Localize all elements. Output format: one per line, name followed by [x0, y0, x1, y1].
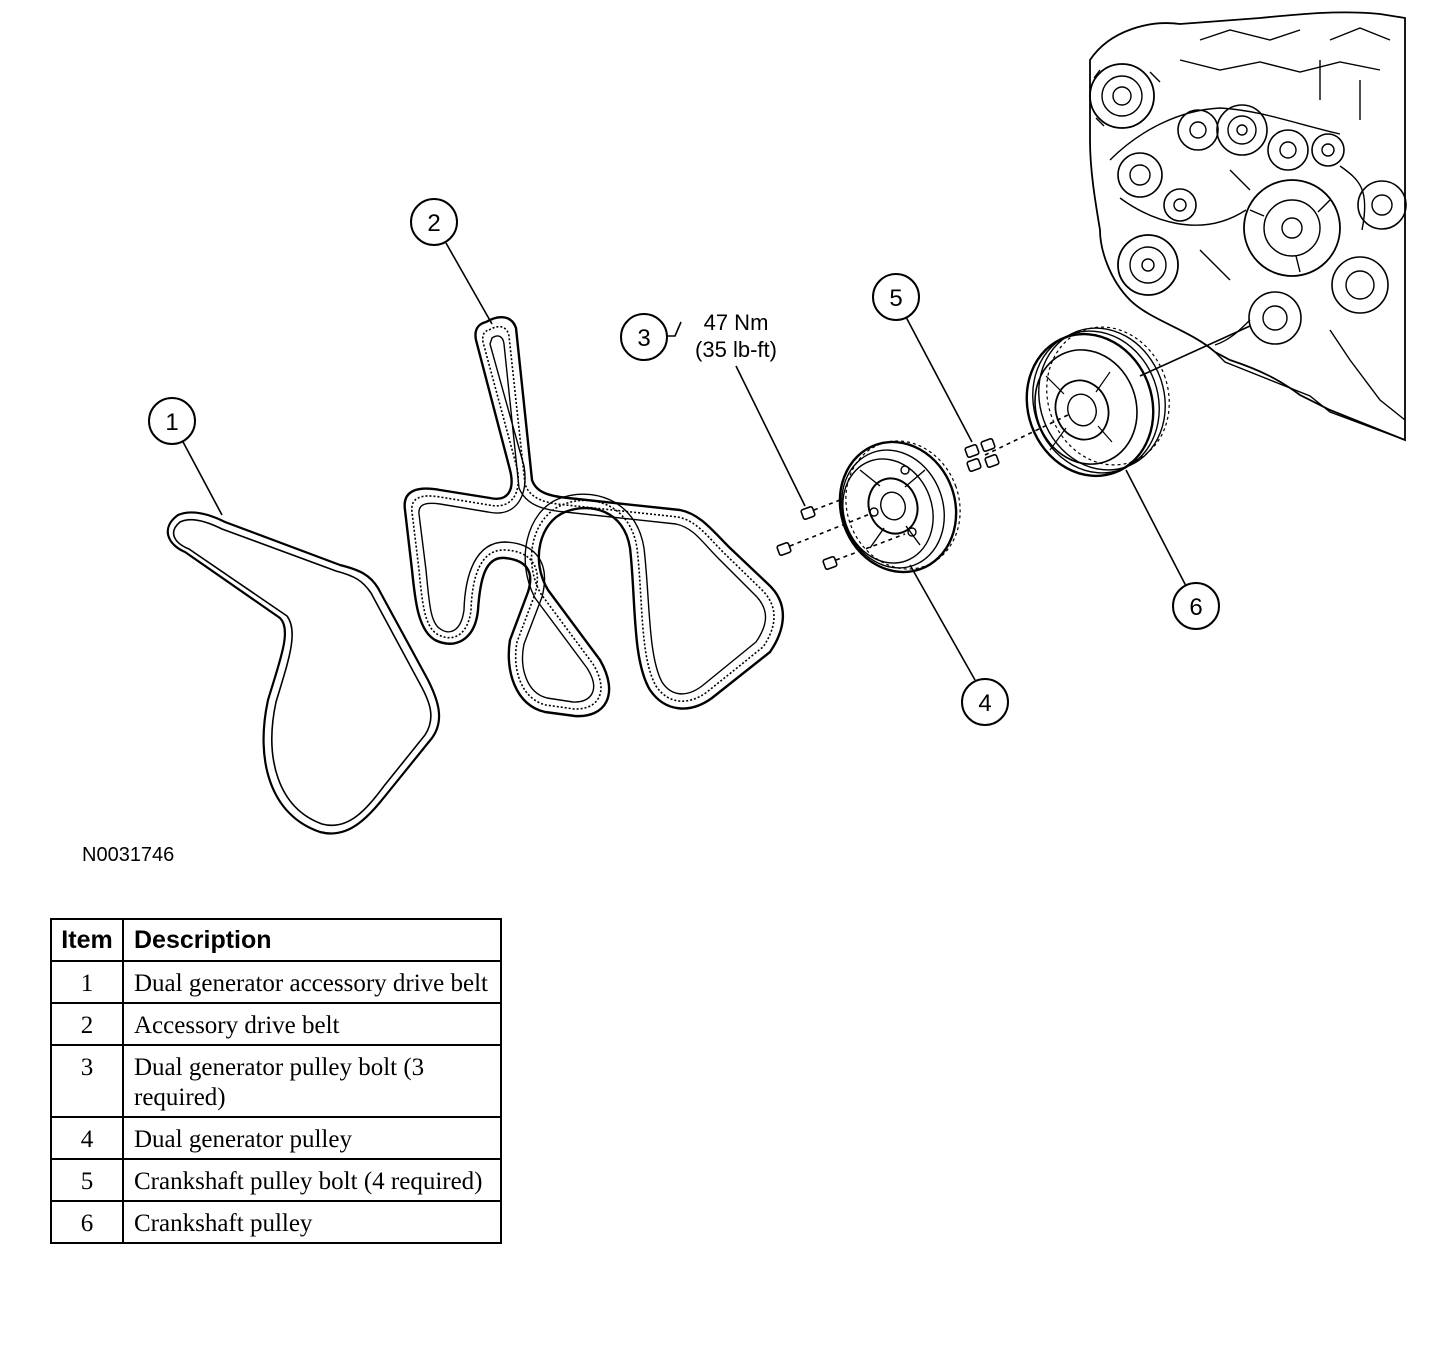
row-item-number: 4	[50, 1116, 124, 1160]
table-row: 3 Dual generator pulley bolt (3 required…	[50, 1044, 502, 1118]
row-description: Crankshaft pulley bolt (4 required)	[122, 1158, 502, 1202]
row-item-number: 3	[50, 1044, 124, 1118]
belt-1-drawing	[166, 511, 441, 835]
row-description: Accessory drive belt	[122, 1002, 502, 1046]
callout-5-label: 5	[889, 285, 902, 312]
row-description: Dual generator pulley bolt (3 required)	[122, 1044, 502, 1118]
row-item-number: 6	[50, 1200, 124, 1244]
belt-2-drawing	[403, 316, 785, 718]
legend-header-row: Item Description	[50, 918, 502, 962]
callout-2-label: 2	[427, 210, 440, 237]
belt-diagram-illustration: 1 2 3 4 5 6 47 Nm (35 lb-ft) N0031746	[82, 11, 1407, 866]
callout-4: 4	[961, 678, 1009, 726]
header-description: Description	[122, 918, 502, 962]
legend-table: Item Description 1 Dual generator access…	[50, 918, 502, 1244]
header-item: Item	[50, 918, 124, 962]
row-item-number: 2	[50, 1002, 124, 1046]
row-description: Crankshaft pulley	[122, 1200, 502, 1244]
row-item-number: 5	[50, 1158, 124, 1202]
crankshaft-pulley-drawing	[1025, 325, 1251, 478]
callout-6: 6	[1172, 582, 1220, 630]
row-item-number: 1	[50, 960, 124, 1004]
callout-5: 5	[872, 273, 920, 321]
table-row: 2 Accessory drive belt	[50, 1002, 502, 1046]
torque-metric: 47 Nm	[704, 310, 769, 335]
dual-generator-pulley-bolts-drawing	[776, 499, 906, 570]
callout-3: 3	[620, 313, 668, 361]
row-description: Dual generator pulley	[122, 1116, 502, 1160]
callout-leader-lines	[181, 242, 1187, 681]
crankshaft-pulley-bolts-drawing	[964, 413, 1071, 472]
callout-4-label: 4	[978, 690, 991, 717]
row-description: Dual generator accessory drive belt	[122, 960, 502, 1004]
table-row: 1 Dual generator accessory drive belt	[50, 960, 502, 1004]
table-row: 5 Crankshaft pulley bolt (4 required)	[50, 1158, 502, 1202]
torque-imperial: (35 lb-ft)	[695, 337, 777, 362]
table-row: 6 Crankshaft pulley	[50, 1200, 502, 1244]
callout-2: 2	[410, 198, 458, 246]
callout-3-label: 3	[637, 325, 650, 352]
figure-id: N0031746	[82, 844, 174, 866]
callout-6-label: 6	[1189, 594, 1202, 621]
dual-generator-pulley-drawing	[838, 440, 961, 574]
callout-1: 1	[148, 397, 196, 445]
table-row: 4 Dual generator pulley	[50, 1116, 502, 1160]
engine-front-drawing	[1089, 11, 1407, 442]
callout-1-label: 1	[165, 409, 178, 436]
